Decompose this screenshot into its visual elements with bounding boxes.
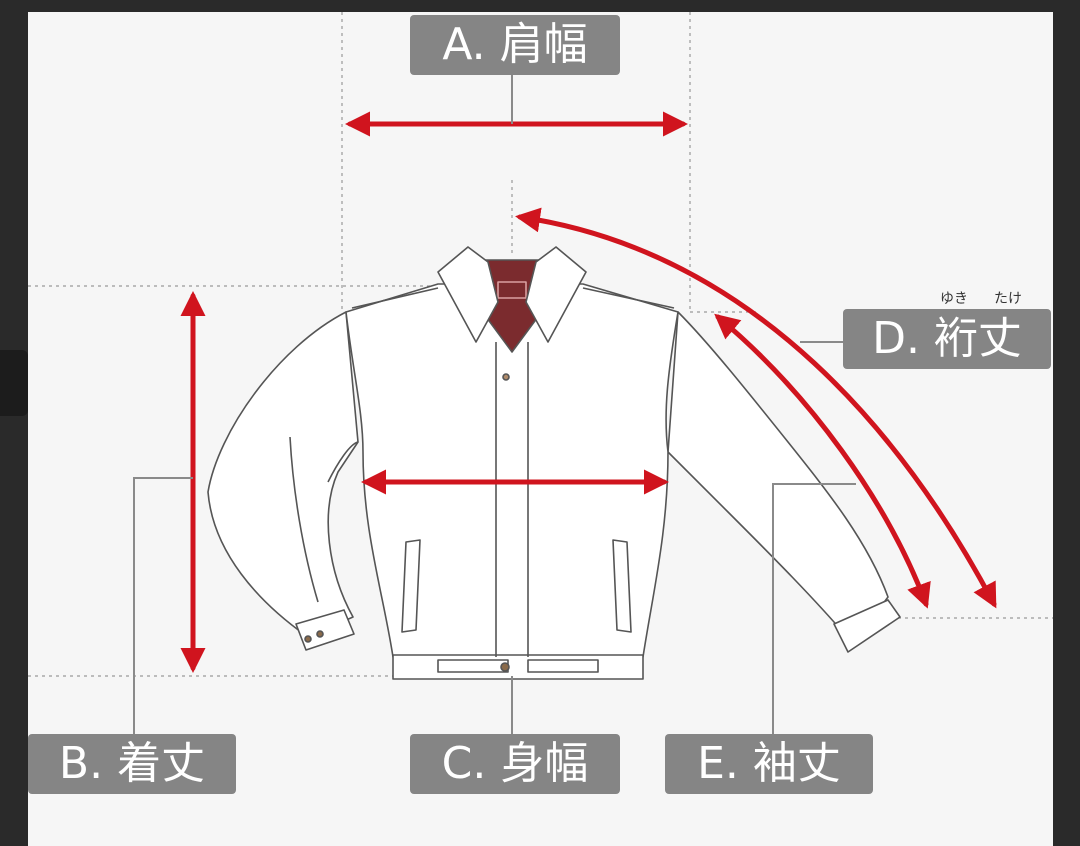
label-sleeve-length: E. 袖丈 (665, 734, 873, 794)
side-panel-tab[interactable] (0, 350, 28, 416)
label-body-width: C. 身幅 (410, 734, 620, 794)
label-yuki-length: D. 裄丈 (843, 309, 1051, 369)
jacket-illustration (207, 246, 901, 680)
leader-lines (133, 74, 856, 734)
ruby-yuki: ゆき (940, 291, 968, 307)
jacket-diagram (28, 12, 1053, 734)
measurement-arrows (180, 111, 997, 673)
label-length: B. 着丈 (28, 734, 236, 794)
ruby-take: たけ (994, 291, 1022, 307)
arrow-sleeve-length (714, 313, 931, 609)
label-shoulder-width: A. 肩幅 (410, 15, 620, 75)
diagram-canvas: A. 肩幅 B. 着丈 C. 身幅 D. 裄丈 E. 袖丈 ゆき たけ (28, 12, 1053, 846)
guide-lines (28, 12, 1053, 677)
